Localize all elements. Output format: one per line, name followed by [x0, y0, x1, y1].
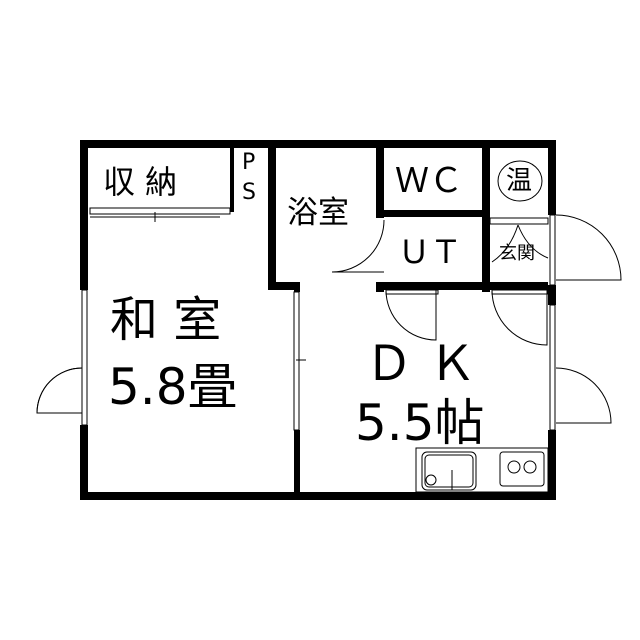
room-label-storage: 収 納	[103, 163, 178, 201]
walls	[80, 140, 556, 500]
room-label-dk: Ｄ Ｋ	[365, 336, 477, 392]
room-label-utility: ＵＴ	[398, 233, 463, 271]
room-label-ps-p: P	[242, 150, 256, 175]
fixtures	[36, 160, 622, 493]
room-label-entrance: 玄関	[499, 243, 535, 264]
room-label-bath: 浴室	[287, 195, 349, 231]
room-label-ps-s: S	[242, 180, 256, 205]
room-size-washitsu: 5.8畳	[108, 358, 238, 416]
room-size-dk: 5.5帖	[355, 394, 485, 452]
room-label-washitsu: 和 室	[110, 292, 222, 348]
room-label-wc: ＷＣ	[395, 161, 463, 201]
water-heater-label: 温	[506, 166, 533, 196]
